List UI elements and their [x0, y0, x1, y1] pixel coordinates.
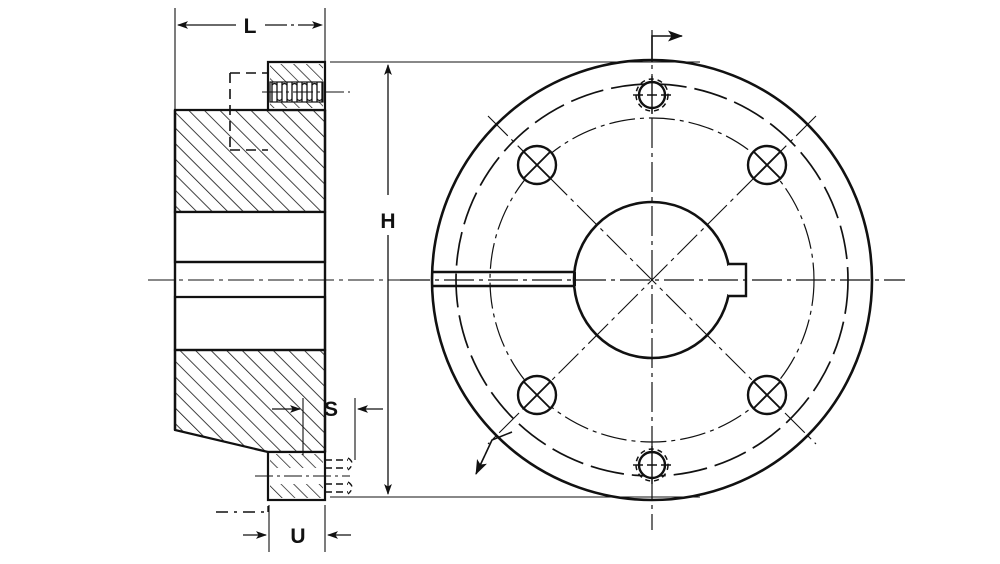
bolt-hole-cross-upper-left	[516, 144, 558, 186]
boss-hatch-lower	[270, 484, 323, 498]
boss-pilot-detail	[255, 450, 353, 502]
bolt-hole-tapped-bottom	[633, 446, 671, 484]
dimension-L: L	[174, 8, 326, 112]
dimension-S: S	[272, 398, 383, 460]
flange-collar-hatch-upper	[270, 64, 323, 82]
set-screw-thread	[262, 81, 350, 103]
dim-L-label: L	[244, 15, 257, 38]
saw-slot	[432, 270, 576, 288]
section-arrow-bottom-left	[475, 431, 513, 475]
dim-U-label: U	[290, 525, 305, 548]
section-arrow-top	[651, 30, 683, 62]
dimension-H: H	[330, 61, 700, 498]
boss-hatch-upper	[270, 454, 323, 468]
bore-wall-upper	[173, 210, 327, 264]
hidden-outline-bottom	[216, 452, 269, 513]
dim-H-label: H	[380, 210, 395, 233]
bolt-hole-cross-lower-left	[516, 374, 558, 416]
body-section-upper	[173, 108, 327, 214]
dim-S-label: S	[324, 398, 338, 421]
bolt-hole-cross-upper-right	[746, 144, 788, 186]
boss-thread-arcs	[347, 457, 353, 495]
front-face-view	[400, 30, 905, 530]
hidden-outline-top	[229, 72, 268, 151]
bore-wall-lower	[173, 295, 327, 352]
bolt-hole-tapped-top	[633, 76, 671, 114]
dimension-U: U	[243, 505, 351, 552]
bolt-hole-cross-lower-right	[746, 374, 788, 416]
boss-thread-dashes	[325, 459, 348, 493]
section-side-view	[148, 60, 400, 513]
